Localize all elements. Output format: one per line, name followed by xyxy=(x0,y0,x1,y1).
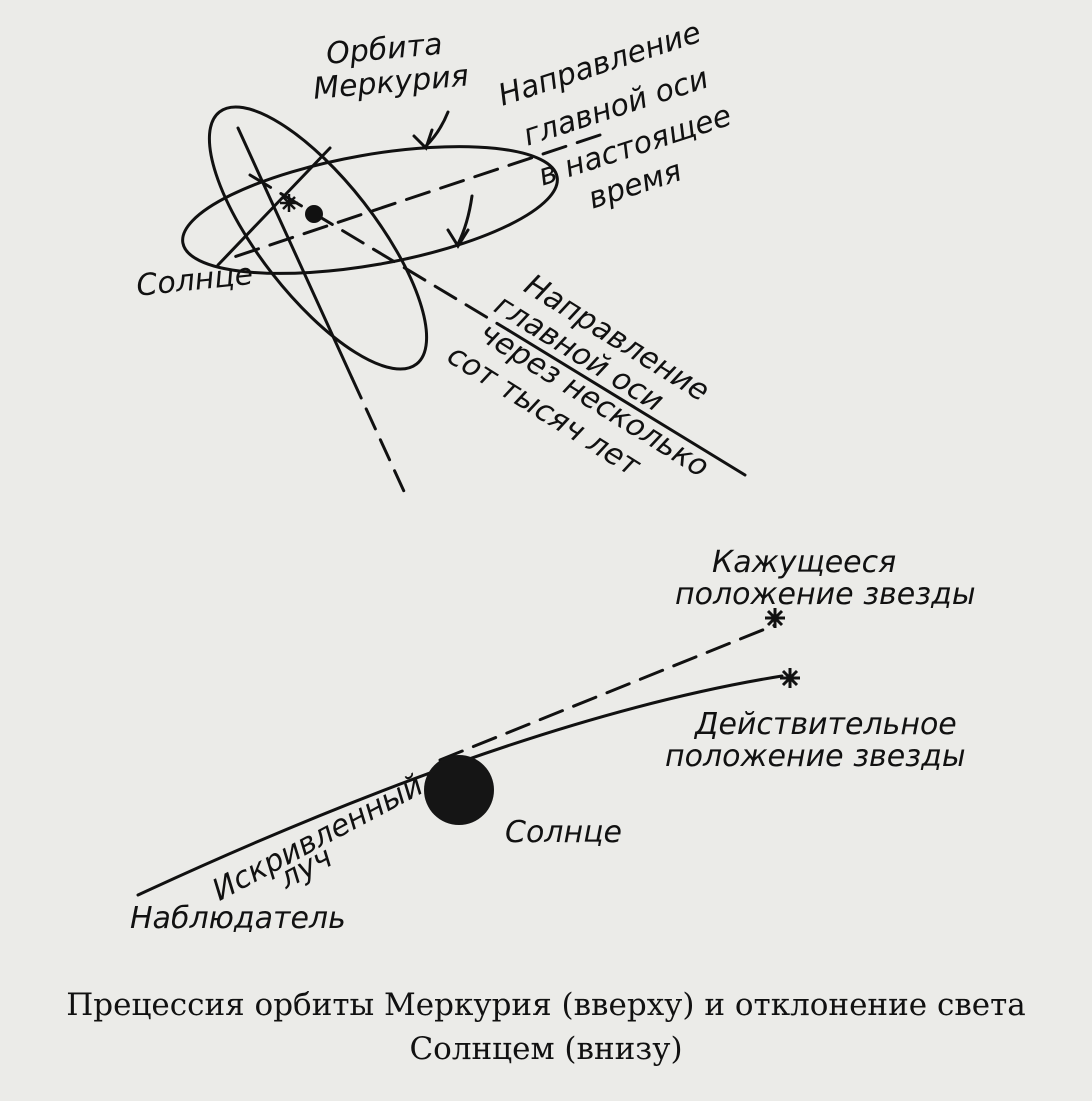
orbit-axis-dashed-line xyxy=(350,376,410,502)
apparent-star-icon xyxy=(765,608,785,628)
main-axis-future-dashed-line xyxy=(248,173,510,332)
mercury-orbit-future-ellipse xyxy=(207,105,429,371)
precession-arrowhead xyxy=(446,228,470,249)
actual-star-icon xyxy=(780,668,800,688)
actual-star-label-line-1: Действительное xyxy=(695,707,957,742)
apparent-direction-dashed-line xyxy=(438,623,777,762)
figure-caption: Прецессия орбиты Меркурия (вверху) и отк… xyxy=(0,983,1092,1071)
actual-star-label-line-2: положение звезды xyxy=(665,739,966,774)
mercury-orbit-now-ellipse xyxy=(181,145,559,275)
sun-bottom-label: Солнце xyxy=(505,815,622,850)
main-axis-now-dashed-line xyxy=(223,133,602,262)
caption-line-2: Солнцем (внизу) xyxy=(409,1031,683,1067)
observer-label: Наблюдатель xyxy=(130,901,346,936)
precession-arrow xyxy=(456,194,474,246)
apparent-star-label-line-2: положение звезды xyxy=(675,577,976,612)
curved-ray-path xyxy=(136,674,784,897)
orbit-axis-solid-line xyxy=(236,126,354,380)
sun-dot xyxy=(305,205,323,223)
caption-line-1: Прецессия орбиты Меркурия (вверху) и отк… xyxy=(66,987,1026,1023)
focus-star-icon xyxy=(280,194,298,212)
diagram xyxy=(136,105,800,897)
sun-disc xyxy=(424,755,494,825)
apparent-star-label-line-1: Кажущееся xyxy=(712,545,897,580)
orbit-label-arrowhead xyxy=(412,128,434,151)
main-axis-future-solid-line xyxy=(506,328,747,477)
